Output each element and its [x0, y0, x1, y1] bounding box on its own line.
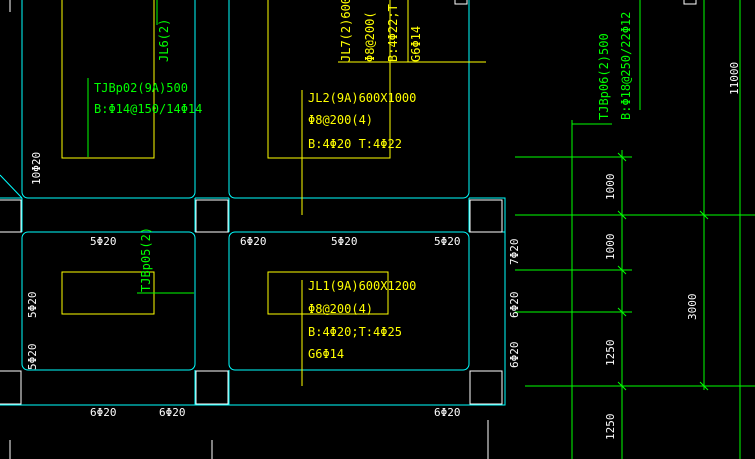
rebar-label: 6Φ20: [508, 342, 521, 369]
label-jl1-line2: Φ8@200(4): [308, 302, 373, 316]
dimension-label: 1250: [604, 414, 617, 441]
label-jl7-line2: Φ8@200(: [363, 11, 377, 62]
column-square: [0, 199, 22, 233]
rebar-label: 6Φ20: [508, 292, 521, 319]
foundation-outlines: [0, 0, 506, 406]
column-square: [469, 370, 503, 405]
rebar-label: 5Φ20: [331, 235, 358, 248]
rebar-label: 5Φ20: [90, 235, 117, 248]
dimension-label: 1250: [604, 340, 617, 367]
dimension-lines: [87, 0, 755, 459]
label-tjbp02-line2: B:Φ14@150/14Φ14: [94, 102, 202, 116]
dim-arrow-ticks: [617, 152, 709, 391]
label-tjbp06-line2: B:Φ18@250/22Φ12: [619, 12, 633, 120]
label-jl7-line4: G6Φ14: [409, 26, 423, 62]
pier-outline-lower-middle: [267, 271, 389, 315]
label-jl1-line1: JL1(9A)600X1200: [308, 279, 416, 293]
label-jl2-line3: B:4Φ20 T:4Φ22: [308, 137, 402, 151]
rebar-label: 6Φ20: [434, 406, 461, 419]
label-tjbp06-line1: TJBp06(2)500: [597, 33, 611, 120]
rebar-label: 5Φ20: [26, 344, 39, 371]
label-jl7-line1: JL7(2)600: [339, 0, 353, 62]
label-jl6: JL6(2): [157, 19, 171, 62]
column-square: [0, 370, 22, 405]
dimension-label: 11000: [728, 62, 741, 95]
pier-outline-top-middle: [267, 0, 391, 159]
rebar-label: 7Φ20: [508, 239, 521, 266]
dimension-label: 1000: [604, 174, 617, 201]
column-squares: [0, 0, 697, 405]
column-square: [454, 0, 468, 5]
leader-line: [0, 174, 23, 199]
rebar-label: 10Φ20: [30, 152, 43, 185]
label-jl2-line2: Φ8@200(4): [308, 113, 373, 127]
grid-lines: [9, 0, 489, 459]
dimension-label: 1000: [604, 234, 617, 261]
rebar-label: 5Φ20: [434, 235, 461, 248]
beam-band-outline: [0, 197, 506, 406]
cap-outline-top-middle: [228, 0, 470, 199]
label-jl2-line1: JL2(9A)600X1000: [308, 91, 416, 105]
rebar-label: 6Φ20: [159, 406, 186, 419]
column-square: [195, 199, 229, 233]
rebar-label: 5Φ20: [26, 292, 39, 319]
pier-outline-top-left: [61, 0, 155, 159]
column-square: [683, 0, 697, 5]
label-tjbp05: TJBp05(2): [139, 227, 153, 292]
dimension-label: 3000: [686, 294, 699, 321]
label-jl7-line3: B:4Φ22;T: [386, 4, 400, 62]
label-jl1-line3: B:4Φ20;T:4Φ25: [308, 325, 402, 339]
cap-outline-lower-middle: [228, 231, 470, 371]
rebar-label: 6Φ20: [240, 235, 267, 248]
rebar-label: 6Φ20: [90, 406, 117, 419]
cap-outline-top-left: [21, 0, 196, 199]
cap-outline-lower-left: [21, 231, 196, 371]
label-jl1-line4: G6Φ14: [308, 347, 344, 361]
column-square: [195, 370, 229, 405]
column-square: [469, 199, 503, 233]
label-tjbp02-line1: TJBp02(9A)500: [94, 81, 188, 95]
